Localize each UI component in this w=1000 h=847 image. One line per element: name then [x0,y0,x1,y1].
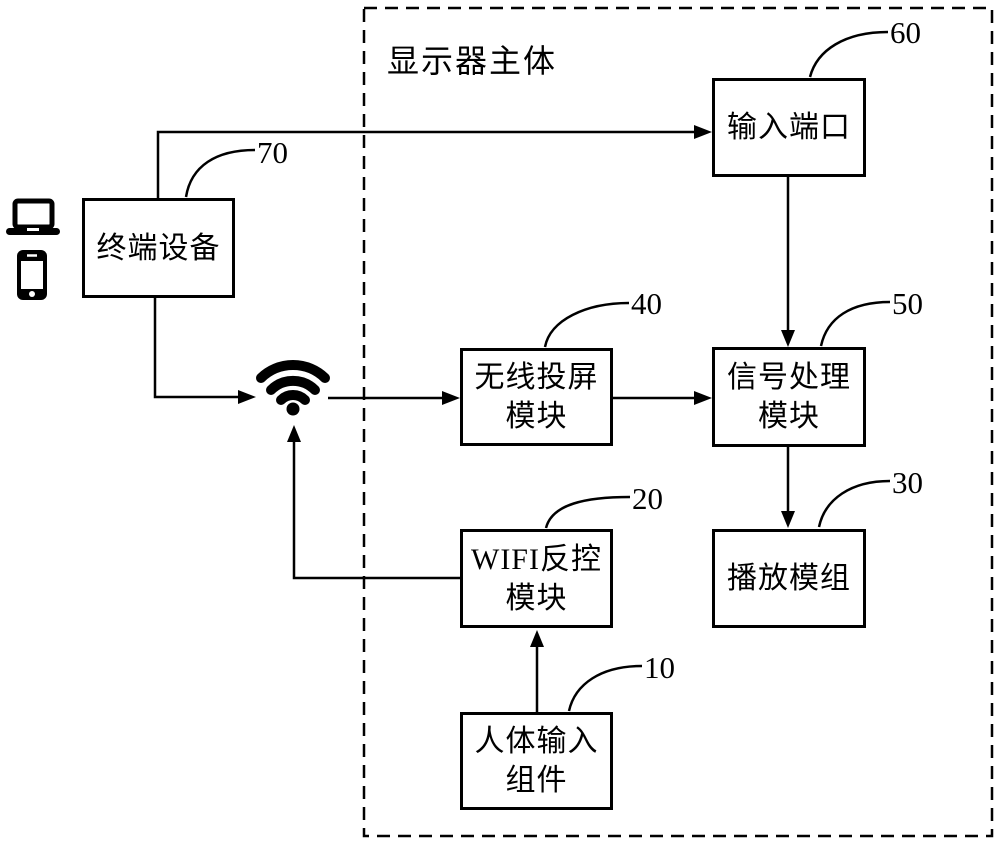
smartphone-icon [17,250,47,300]
leader-10 [567,664,643,712]
node-input-port-label: 输入端口 [727,111,851,144]
node-terminal-device: 终端设备 [82,198,235,298]
node-wireless-cast-module: 无线投屏 模块 [460,348,613,446]
ref-numeral-40: 40 [631,286,662,321]
leader-lines [184,30,891,712]
wifi-icon [256,360,330,416]
node-terminal-device-label: 终端设备 [96,231,221,265]
node-human-input-component: 人体输入 组件 [460,712,613,810]
connector-wifi-reverse-to-wifi [292,442,460,580]
leader-40 [543,301,630,348]
node-playback-module: 播放模组 [712,529,866,628]
ref-numeral-10: 10 [644,650,675,685]
connector-terminal-to-wifi [153,298,239,399]
ref-numeral-20: 20 [632,481,663,516]
node-signal-processing-module-label: 信号处理 模块 [727,361,851,433]
node-input-port: 输入端口 [712,78,866,177]
node-playback-module-label: 播放模组 [727,562,851,595]
leader-20 [544,495,631,529]
ref-numeral-70: 70 [257,135,288,170]
node-human-input-component-label: 人体输入 组件 [474,725,599,797]
leader-70 [184,148,256,198]
leader-50 [819,300,891,347]
ref-numeral-60: 60 [890,15,921,50]
connector-terminal-to-input-port [156,130,695,198]
node-wifi-reverse-control-module: WIFI反控 模块 [460,529,613,628]
leader-30 [817,479,891,528]
node-wireless-cast-module-label: 无线投屏 模块 [474,361,599,433]
arrowheads [238,125,795,647]
laptop-icon [6,198,60,235]
node-wifi-reverse-control-module-label: WIFI反控 模块 [471,542,602,615]
display-body-dashed-frame [362,6,994,838]
leader-60 [808,30,889,78]
ref-numeral-50: 50 [892,286,923,321]
ref-numeral-30: 30 [892,465,923,500]
display-body-label: 显示器主体 [387,43,558,79]
node-signal-processing-module: 信号处理 模块 [712,347,866,447]
